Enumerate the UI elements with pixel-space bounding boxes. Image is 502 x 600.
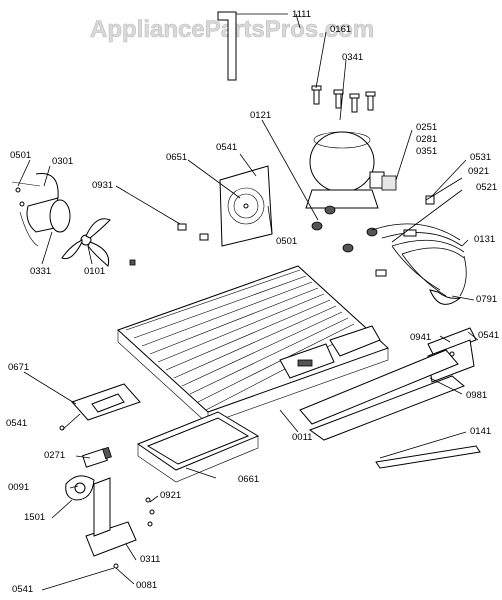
callout-0981: 0981 <box>466 390 487 401</box>
callout-0131: 0131 <box>474 234 495 245</box>
callout-0161: 0161 <box>330 24 351 35</box>
clips <box>177 223 209 241</box>
grommets <box>311 205 378 253</box>
relay <box>82 446 112 468</box>
callout-0141: 0141 <box>470 426 491 437</box>
callout-0671: 0671 <box>8 362 29 373</box>
callout-0011: 0011 <box>292 432 312 443</box>
callout-1111: 1111 <box>292 9 311 20</box>
wiring-harness <box>371 195 467 297</box>
callout-0931: 0931 <box>92 180 113 191</box>
callout-0081: 0081 <box>136 580 157 591</box>
callout-0541-bottom: 0541 <box>12 584 33 595</box>
callout-0301: 0301 <box>52 156 73 167</box>
callout-0501-mid: 0501 <box>276 236 297 247</box>
callout-0791: 0791 <box>476 294 497 305</box>
callout-0941: 0941 <box>410 332 431 343</box>
fan-shroud <box>219 165 273 247</box>
callout-0311: 0311 <box>140 554 160 565</box>
fan-motor <box>11 173 71 247</box>
compressor <box>305 131 397 209</box>
callout-0651: 0651 <box>166 152 187 163</box>
callout-0541-top: 0541 <box>216 142 237 153</box>
callout-0921-bottom: 0921 <box>160 490 181 501</box>
leader-lines <box>17 13 479 591</box>
drain-pan <box>136 411 260 483</box>
callout-0101: 0101 <box>84 266 105 277</box>
condenser-fins <box>125 269 361 411</box>
fan-blade <box>61 218 136 267</box>
condensate-tube <box>429 289 462 305</box>
tube-part <box>217 11 237 81</box>
callout-0341: 0341 <box>342 52 363 63</box>
callout-0281: 0281 <box>416 134 437 145</box>
plate <box>71 383 141 421</box>
callout-0531: 0531 <box>470 152 491 163</box>
callout-0271: 0271 <box>44 450 65 461</box>
callout-0251: 0251 <box>416 122 437 133</box>
callout-0541-left: 0541 <box>6 418 27 429</box>
callout-labels: 1111 0161 0341 0121 0251 0281 0351 0531 … <box>6 9 499 595</box>
base-rail <box>299 349 481 469</box>
callout-0921-top: 0921 <box>468 166 489 177</box>
callout-0091: 0091 <box>8 482 29 493</box>
callout-0521: 0521 <box>476 182 497 193</box>
callout-0121: 0121 <box>250 110 271 121</box>
callout-0331: 0331 <box>30 266 51 277</box>
callout-0541-right: 0541 <box>478 330 499 341</box>
screws <box>311 85 376 113</box>
callout-0501-left: 0501 <box>10 150 31 161</box>
thermostat-bracket <box>59 425 155 569</box>
callout-0351: 0351 <box>416 146 437 157</box>
base-pan <box>117 265 389 425</box>
callout-0661: 0661 <box>238 474 259 485</box>
callout-1501: 1501 <box>24 512 45 523</box>
